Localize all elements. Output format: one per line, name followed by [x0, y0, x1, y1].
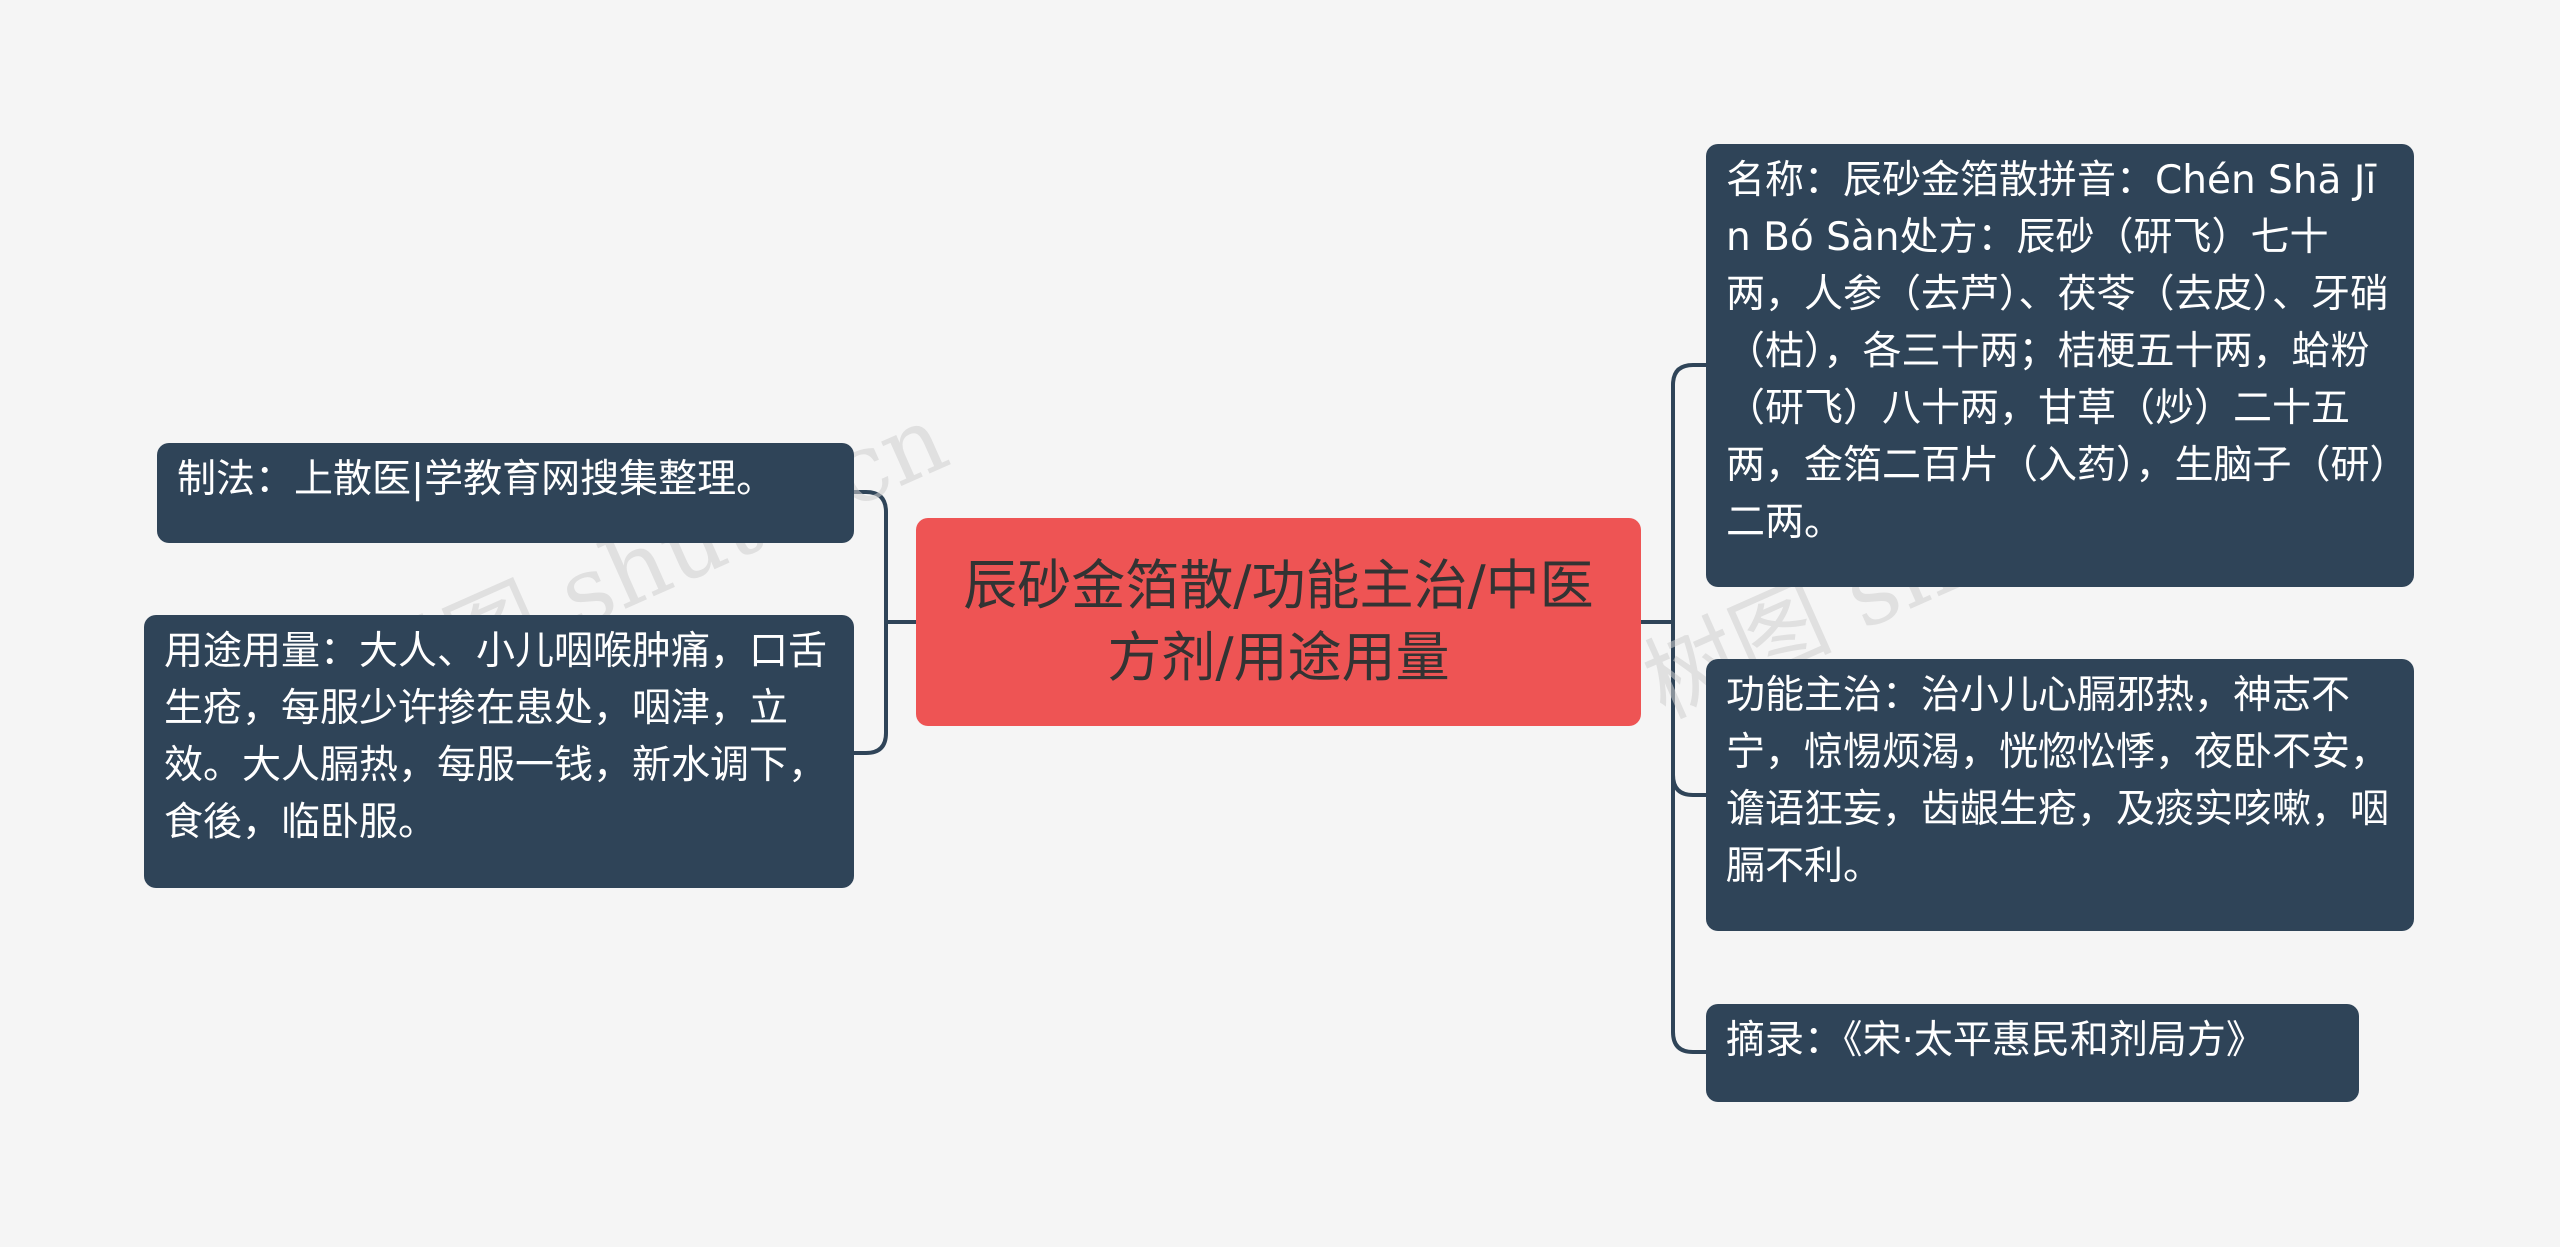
root-node[interactable]: 辰砂金箔散/功能主治/中医方剂/用途用量: [916, 518, 1641, 726]
right-node-name-formula-text: 名称：辰砂金箔散拼音：Chén Shā Jīn Bó Sàn处方：辰砂（研飞）七…: [1726, 158, 2390, 545]
root-node-text: 辰砂金箔散/功能主治/中医方剂/用途用量: [963, 554, 1594, 689]
left-node-preparation-text: 制法：上散医|学教育网搜集整理。: [177, 457, 776, 502]
right-node-indications[interactable]: 功能主治：治小儿心膈邪热，神志不宁，惊惕烦渴，恍惚忪悸，夜卧不安，谵语狂妄，齿龈…: [1706, 659, 2414, 931]
right-node-source[interactable]: 摘录：《宋·太平惠民和剂局方》: [1706, 1004, 2359, 1102]
connector-left-1: [854, 490, 916, 624]
connector-left-2: [854, 620, 916, 755]
connector-right-3: [1641, 620, 1706, 1054]
left-node-preparation[interactable]: 制法：上散医|学教育网搜集整理。: [157, 443, 854, 543]
right-node-indications-text: 功能主治：治小儿心膈邪热，神志不宁，惊惕烦渴，恍惚忪悸，夜卧不安，谵语狂妄，齿龈…: [1726, 673, 2390, 889]
connector-right-1: [1641, 363, 1706, 624]
left-node-usage-dosage[interactable]: 用途用量：大人、小儿咽喉肿痛，口舌生疮，每服少许掺在患处，咽津，立效。大人膈热，…: [144, 615, 854, 888]
right-node-name-formula[interactable]: 名称：辰砂金箔散拼音：Chén Shā Jīn Bó Sàn处方：辰砂（研飞）七…: [1706, 144, 2414, 587]
right-node-source-text: 摘录：《宋·太平惠民和剂局方》: [1726, 1018, 2265, 1063]
left-node-usage-dosage-text: 用途用量：大人、小儿咽喉肿痛，口舌生疮，每服少许掺在患处，咽津，立效。大人膈热，…: [164, 629, 828, 845]
